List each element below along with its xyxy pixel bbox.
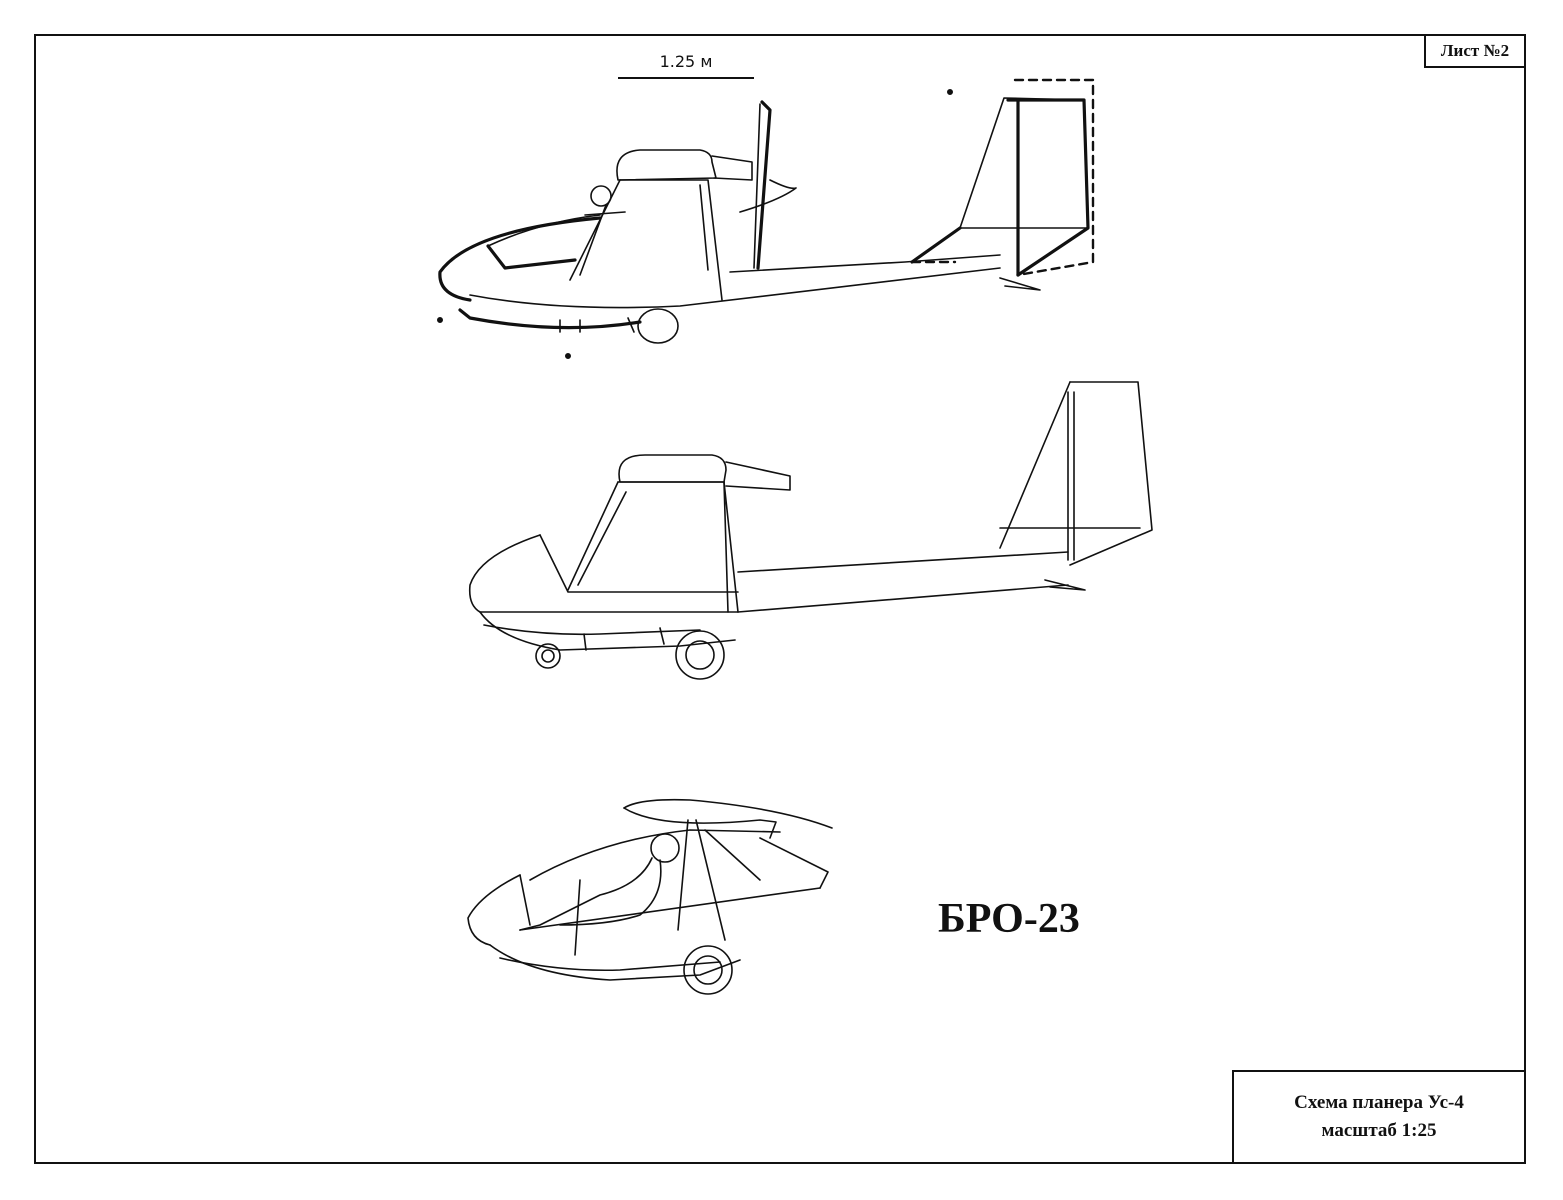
scale-bar-label: 1.25 м — [659, 52, 713, 71]
model-name: БРО-23 — [938, 896, 1080, 942]
glider-bottom-view-with-pilot — [467, 798, 833, 995]
glider-middle-view — [468, 381, 1153, 680]
title-block: Схема планера Ус-4 масштаб 1:25 — [1232, 1070, 1526, 1164]
title-block-line-1: Схема планера Ус-4 — [1294, 1092, 1464, 1113]
scale-bar-line — [618, 77, 754, 79]
drawing-frame — [34, 34, 1526, 1164]
glider-top-view-modified — [436, 78, 1095, 359]
sheet-number-label: Лист №2 — [1424, 34, 1526, 68]
title-block-line-2: масштаб 1:25 — [1321, 1120, 1437, 1141]
